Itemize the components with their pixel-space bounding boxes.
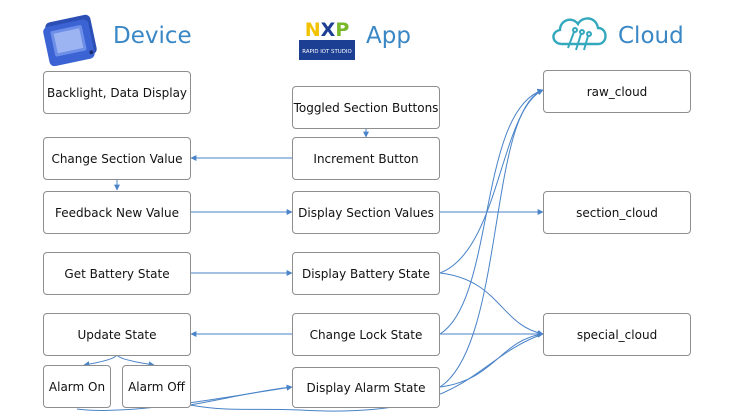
cloud-header: Cloud [618, 23, 684, 49]
device-header: Device [113, 23, 192, 49]
special-cloud-box: special_cloud [543, 313, 691, 356]
change-lock-state-box: Change Lock State [292, 313, 440, 356]
section-cloud-box: section_cloud [543, 191, 691, 234]
nxp-logo-icon: NXP RAPID IOT STUDIO [299, 19, 355, 60]
alarm-on-box: Alarm On [43, 365, 111, 408]
cloud-icon [552, 17, 607, 51]
arrow-special-to-alarm-off [189, 333, 544, 412]
update-state-box: Update State [43, 313, 191, 356]
toggled-section-buttons-box: Toggled Section Buttons [292, 86, 440, 129]
increment-button-box: Increment Button [292, 137, 440, 180]
arrow-alarm-to-raw-cloud [439, 89, 544, 388]
display-battery-state-box: Display Battery State [292, 252, 440, 295]
arrow-update-to-alarm-on [83, 354, 118, 368]
change-section-value-box: Change Section Value [43, 137, 191, 180]
arrow-battery-to-raw-cloud [439, 89, 544, 274]
arrow-update-to-alarm-off [116, 354, 155, 368]
arrow-lock-to-raw-cloud [439, 88, 544, 335]
get-battery-state-box: Get Battery State [43, 252, 191, 295]
backlight-data-display-box: Backlight, Data Display [43, 71, 191, 114]
feedback-new-value-box: Feedback New Value [43, 191, 191, 234]
arrow-battery-to-special-cloud [439, 272, 544, 336]
device-icon [43, 14, 97, 66]
arrow-alarm-to-special-cloud [439, 331, 544, 388]
display-alarm-state-box: Display Alarm State [292, 367, 440, 408]
alarm-off-box: Alarm Off [122, 365, 191, 408]
svg-text:RAPID IOT STUDIO: RAPID IOT STUDIO [302, 49, 351, 55]
arrow-alarm-off-to-display-alarm [189, 384, 293, 406]
app-header: App [366, 23, 411, 49]
svg-text:NXP: NXP [305, 19, 350, 41]
display-section-values-box: Display Section Values [292, 191, 440, 234]
raw-cloud-box: raw_cloud [543, 70, 691, 113]
